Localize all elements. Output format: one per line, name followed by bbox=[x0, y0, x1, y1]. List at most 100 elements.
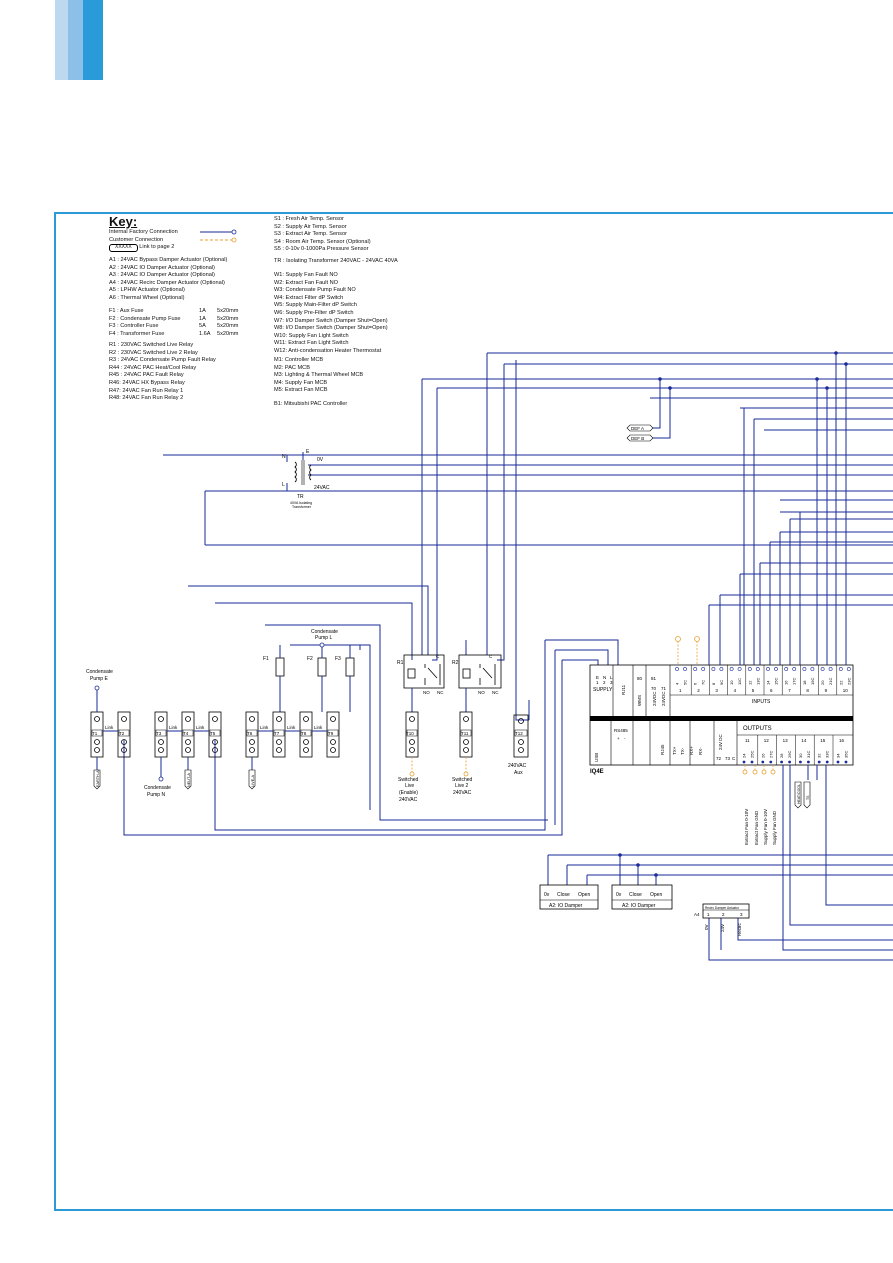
input-number: 1 bbox=[679, 688, 682, 693]
input-pin bbox=[755, 667, 760, 671]
def-links: DEF A DEF B bbox=[626, 379, 671, 442]
output-pin bbox=[799, 760, 802, 764]
key-sensor: S3 : Extract Air Temp. Sensor bbox=[274, 231, 347, 238]
tr-e: E bbox=[306, 449, 310, 455]
fuse-f1-label: F1 bbox=[263, 656, 269, 662]
relay-r2-label: R2 bbox=[452, 660, 459, 666]
link-label: Link bbox=[196, 725, 205, 730]
relay-r2-c: C bbox=[489, 654, 493, 659]
tr-l: L bbox=[282, 482, 285, 488]
terminal-t12[interactable] bbox=[513, 714, 529, 758]
heat-cool-label: HEAT/COOL bbox=[797, 784, 801, 804]
damper-a2-2: 0v Close Open A2: IO Damper bbox=[611, 884, 673, 910]
customer-terminal-sample bbox=[231, 237, 237, 243]
terminal-t7[interactable] bbox=[272, 711, 286, 758]
relay-r1-c: C bbox=[436, 654, 440, 659]
terminal-t9[interactable] bbox=[326, 711, 340, 758]
output-pin bbox=[750, 760, 754, 764]
key-fuse-size: 5x20mm bbox=[217, 315, 239, 322]
out-72: 72 bbox=[716, 756, 722, 761]
net-rx-minus: RX- bbox=[698, 747, 703, 755]
input-number: 9 bbox=[825, 688, 828, 693]
key-link-label: XXXXX Link to page 2 bbox=[109, 244, 178, 252]
key-relay: R3 : 24VAC Condensate Pump Fault Relay bbox=[109, 357, 216, 364]
input-pin bbox=[802, 667, 807, 671]
live-tag-label: LIVE-A bbox=[251, 775, 255, 787]
terminal-t4-label: T4 bbox=[183, 731, 189, 736]
fan-label-4: Supply Fan GND bbox=[772, 810, 777, 845]
tr-n: N bbox=[282, 454, 286, 460]
key-relay: R1 : 230VAC Switched Live Relay bbox=[109, 342, 194, 348]
fan-label-2: Extract Fan GND bbox=[754, 810, 759, 845]
supply-pin-e: E bbox=[596, 675, 599, 680]
diagram-frame bbox=[54, 212, 893, 1211]
def-a-tag bbox=[626, 424, 654, 432]
input-number: 5 bbox=[752, 688, 755, 693]
mid-num-71: 71 bbox=[661, 686, 667, 691]
key-mcb: M4: Supply Fan MCB bbox=[274, 379, 328, 386]
mid-num-80: 80 bbox=[637, 676, 643, 681]
rs485-minus: - bbox=[624, 736, 626, 741]
key-switch: W12: Anti-condensation Heater Thermostat bbox=[274, 347, 382, 354]
relay-r1-no: NO bbox=[423, 690, 430, 695]
key-actuator: A3 : 24VAC IO Damper Actuator (Optional) bbox=[109, 272, 215, 279]
output-number: 16 bbox=[839, 738, 845, 743]
input-pin bbox=[792, 667, 797, 671]
input-number: 10 bbox=[843, 688, 849, 693]
output-pin bbox=[742, 760, 746, 764]
input-pin-label: 8 bbox=[711, 682, 716, 685]
input-pin-label: 4 bbox=[675, 682, 680, 685]
switched-live2-2: Live 2 bbox=[455, 783, 469, 789]
key-fuse-name: F2 : Condensate Pump Fuse bbox=[109, 315, 181, 322]
key-actuator: A1 : 24VAC Bypass Damper Actuator (Optio… bbox=[109, 257, 228, 263]
terminal-t6-label: T6 bbox=[247, 731, 253, 736]
cond-pump-l-2: Pump L bbox=[315, 635, 332, 641]
terminal-t5[interactable] bbox=[208, 711, 222, 758]
recirc-label-24v: 24V bbox=[720, 924, 725, 932]
fuse-f2-label: F2 bbox=[307, 656, 313, 662]
relay-r1-label: R1 bbox=[397, 660, 404, 666]
output-pin-label: 29C bbox=[787, 751, 792, 758]
terminal-t5-label: T5 bbox=[210, 731, 216, 736]
earth-tag bbox=[93, 769, 101, 790]
ts-tag bbox=[803, 781, 811, 809]
tr-sub2: Transformer bbox=[292, 505, 312, 509]
damper-wiring bbox=[547, 853, 893, 961]
key-actuator: A4 : 24VAC Recirc Damper Actuator (Optio… bbox=[109, 279, 225, 286]
key-switch: W4: Extract Filter dP Switch bbox=[274, 294, 344, 301]
input-number: 6 bbox=[770, 688, 773, 693]
terminal-t11-label: T11 bbox=[461, 731, 469, 736]
cond-pump-l-1: Condensate bbox=[311, 629, 338, 635]
input-pin bbox=[828, 667, 833, 671]
input-pin bbox=[820, 667, 825, 671]
aux-label-2: Aux bbox=[514, 770, 523, 776]
key-switch: W3: Condensate Pump Fault NO bbox=[274, 287, 356, 294]
fuse-f2 bbox=[317, 657, 327, 677]
terminal-t8[interactable] bbox=[299, 711, 313, 758]
input-pin-label: 16 bbox=[784, 680, 789, 685]
terminal-blocks[interactable]: T1 T2 T3 T4 T5 T6 T7 T8 T9 T10 T11 T12 L… bbox=[90, 685, 529, 782]
terminal-t2[interactable] bbox=[117, 711, 131, 758]
damper2-pin-open: Open bbox=[650, 892, 662, 898]
rs485-plus: + bbox=[617, 736, 620, 741]
key-sensor: S5 : 0-10v 0-1000Pa Pressure Sensor bbox=[274, 246, 369, 253]
output-pin-label: 34 bbox=[836, 753, 841, 758]
key-relay: R48: 24VAC Fan Run Relay 2 bbox=[109, 395, 184, 402]
input-pin bbox=[675, 667, 679, 671]
key-sensors: S1 : Fresh Air Temp. Sensor S2 : Supply … bbox=[274, 216, 371, 254]
switched-live-1: Switched bbox=[398, 777, 419, 783]
rj11-label: RJ11 bbox=[621, 684, 626, 695]
key-fuse-size: 5x20mm bbox=[217, 308, 239, 314]
key-fuse-size: 5x20mm bbox=[217, 330, 239, 337]
key-transformer: TR : Isolating Transformer 240VAC - 24VA… bbox=[274, 258, 398, 264]
key-mcbs: M1: Controller MCB M2: PAC MCB M3: Light… bbox=[274, 357, 363, 395]
key-fuse-name: F1 : Aux Fuse bbox=[109, 308, 144, 314]
def-b-tag bbox=[626, 434, 654, 442]
terminal-t2-label: T2 bbox=[119, 731, 125, 736]
ts-label: TS bbox=[806, 795, 810, 800]
recirc-title: Recirc Damper Actuator bbox=[705, 906, 740, 910]
aux-label-1: 240VAC bbox=[508, 763, 527, 769]
